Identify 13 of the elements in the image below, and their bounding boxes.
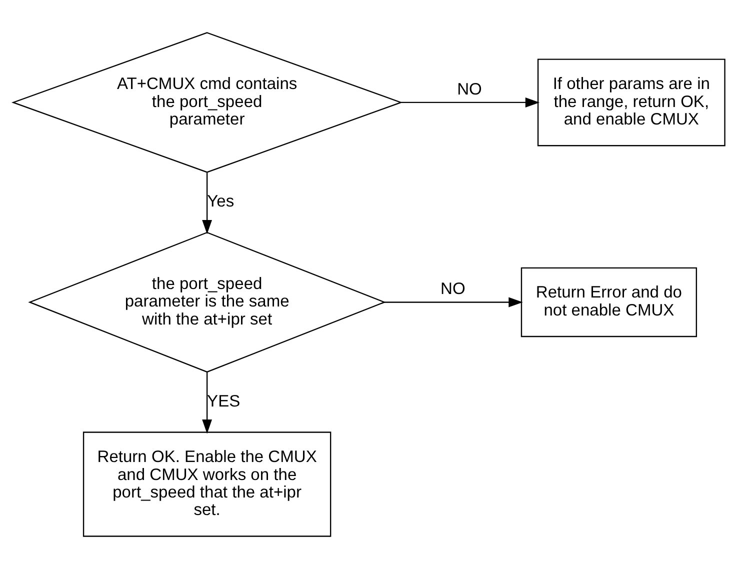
node-diamond: AT+CMUX cmd contains the port_speed parameter bbox=[11, 32, 403, 173]
arrow bbox=[384, 297, 523, 308]
arrow bbox=[202, 172, 212, 234]
node-box: Return Error and do not enable CMUX bbox=[520, 267, 697, 338]
node-box: Return OK. Enable the CMUX and CMUX works on the port_speed that the at+ipr set. bbox=[82, 432, 332, 537]
edge-label: NO bbox=[457, 79, 482, 98]
node-box: If other params are in the range, return OK, and enable CMUX bbox=[537, 58, 726, 146]
edge-label: NO bbox=[440, 279, 466, 298]
edge-label: YES bbox=[207, 391, 240, 410]
arrow bbox=[400, 98, 540, 108]
arrow bbox=[202, 372, 212, 434]
edge-label: Yes bbox=[207, 192, 234, 211]
node-diamond: the port_speed parameter is the same with the at+ipr set bbox=[28, 232, 386, 373]
